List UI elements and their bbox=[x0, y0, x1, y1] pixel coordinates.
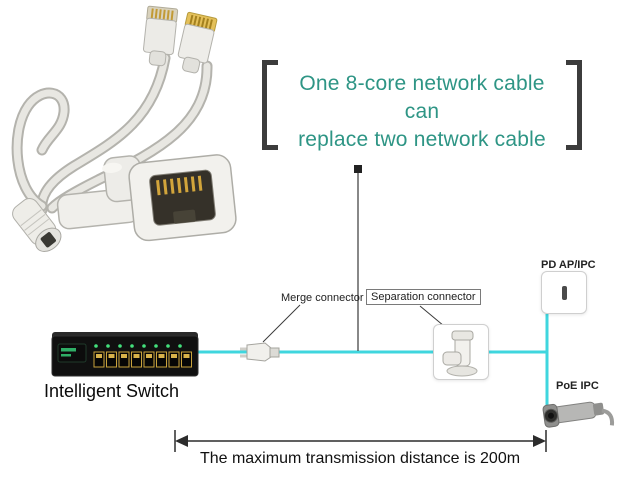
headline-line2: replace two network cable bbox=[298, 128, 546, 151]
switch-label: Intelligent Switch bbox=[44, 381, 180, 401]
rj45-t-coupler-photo bbox=[56, 154, 237, 242]
bracket-left-icon bbox=[262, 60, 278, 150]
headline-line1: One 8-core network cable can bbox=[299, 72, 545, 123]
bullet-camera-icon bbox=[542, 401, 615, 428]
rj45-plug-icon bbox=[177, 11, 218, 74]
separation-connector-icon bbox=[442, 330, 477, 376]
pd-label: PD AP/IPC bbox=[541, 259, 596, 271]
cable-junction-dot bbox=[354, 165, 362, 173]
separation-connector-label: Separation connector bbox=[366, 289, 481, 305]
leader-lines bbox=[262, 173, 457, 351]
distance-arrow-icon bbox=[174, 430, 547, 452]
arrowhead-left-icon bbox=[175, 435, 188, 447]
merge-connector-icon bbox=[240, 342, 280, 362]
merge-connector-label: Merge connector bbox=[281, 292, 364, 304]
distance-label: The maximum transmission distance is 200… bbox=[199, 450, 521, 467]
poe-label: PoE IPC bbox=[556, 380, 599, 392]
pd-device-box-icon bbox=[541, 271, 587, 314]
network-switch-icon bbox=[51, 332, 199, 377]
separation-connector-box bbox=[433, 324, 489, 380]
rj45-plug-icon bbox=[142, 5, 179, 67]
round-female-connector-icon bbox=[12, 198, 62, 252]
headline: One 8-core network cable can replace two… bbox=[280, 70, 564, 154]
pd-port-slot bbox=[561, 285, 567, 300]
bracket-right-icon bbox=[566, 60, 582, 150]
